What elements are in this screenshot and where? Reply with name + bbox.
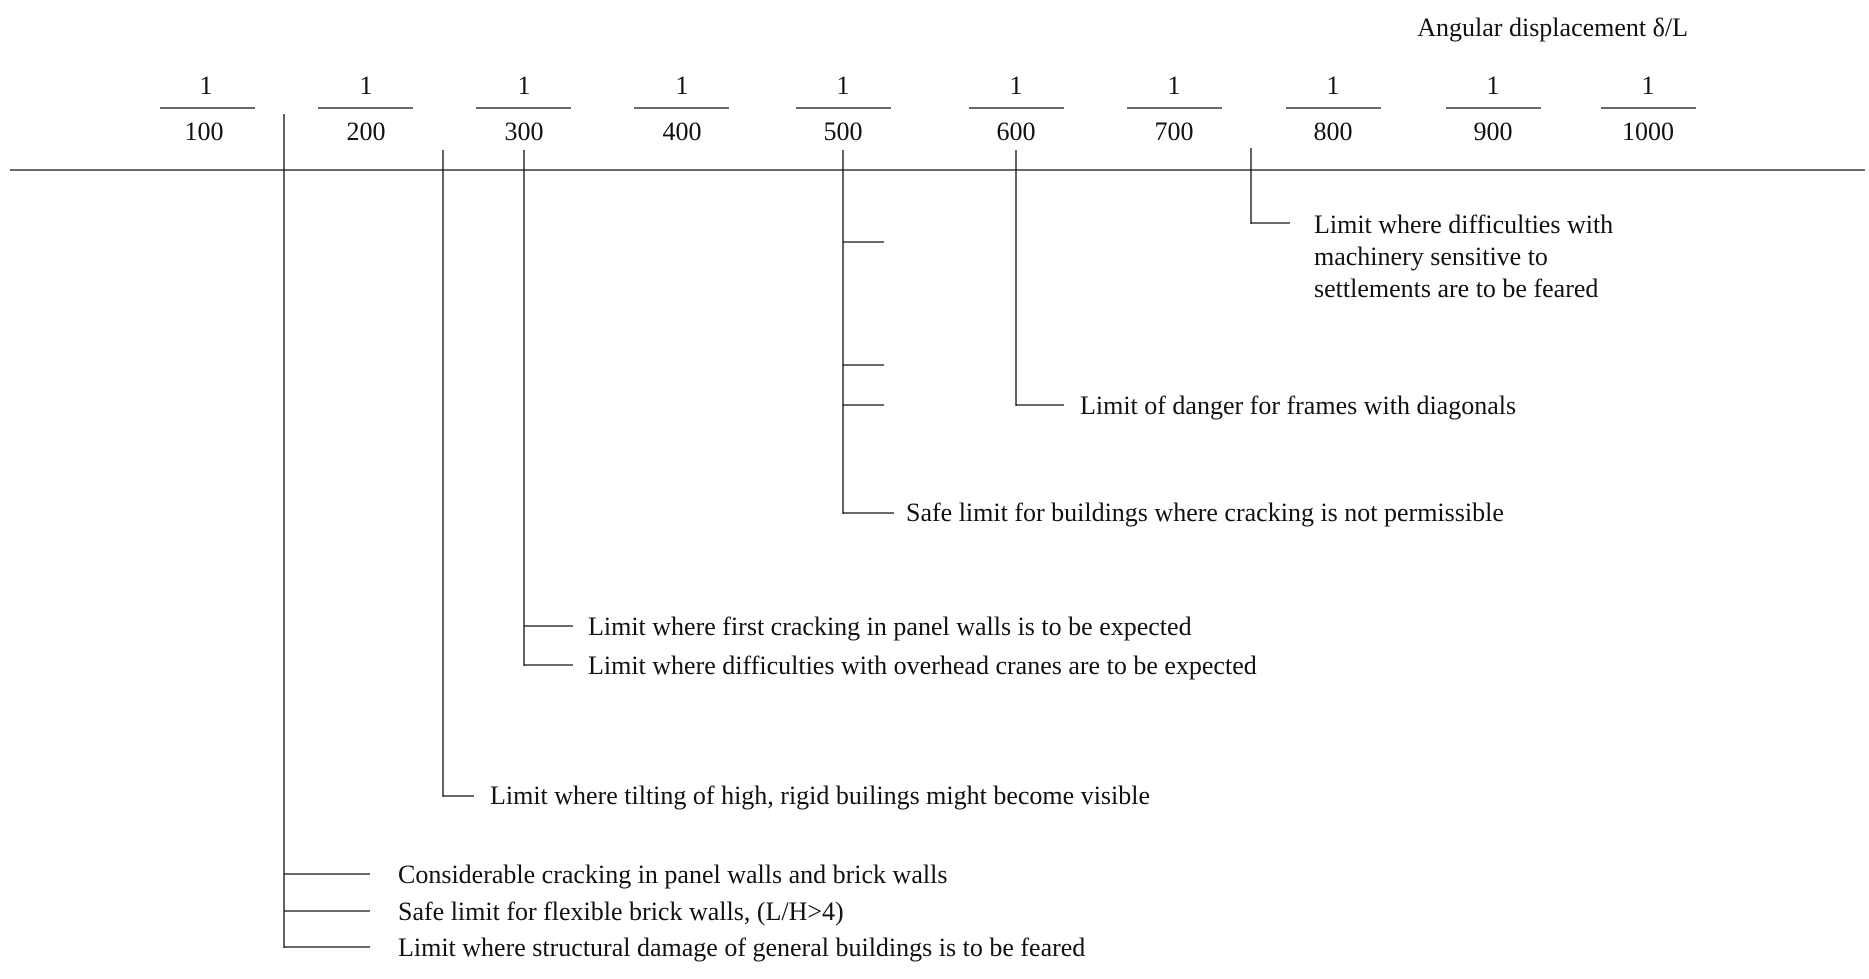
tick-1-100: 1 100 — [160, 71, 255, 146]
tick-numerator: 1 — [1487, 71, 1500, 100]
tick-1-400: 1 400 — [634, 71, 729, 146]
tick-1-700: 1 700 — [1127, 71, 1222, 146]
tick-numerator: 1 — [1642, 71, 1655, 100]
label-overhead-cranes: Limit where difficulties with overhead c… — [588, 651, 1257, 680]
tick-numerator: 1 — [1168, 71, 1181, 100]
label-structural-damage: Limit where structural damage of general… — [398, 933, 1085, 962]
tick-1-300: 1 300 — [476, 71, 571, 146]
tick-denominator: 200 — [347, 117, 386, 146]
tick-numerator: 1 — [837, 71, 850, 100]
label-considerable-cracking: Considerable cracking in panel walls and… — [398, 860, 947, 889]
tick-denominator: 300 — [505, 117, 544, 146]
tick-denominator: 600 — [997, 117, 1036, 146]
label-machinery-line1: Limit where difficulties with — [1314, 210, 1613, 239]
label-frames-diagonals: Limit of danger for frames with diagonal… — [1080, 391, 1516, 420]
tick-denominator: 400 — [663, 117, 702, 146]
tick-denominator: 500 — [824, 117, 863, 146]
label-machinery-line3: settlements are to be feared — [1314, 274, 1598, 303]
label-machinery-line2: machinery sensitive to — [1314, 242, 1548, 271]
label-tilting: Limit where tilting of high, rigid buili… — [490, 781, 1150, 810]
tick-numerator: 1 — [200, 71, 213, 100]
tick-denominator: 100 — [185, 117, 224, 146]
tick-1-600: 1 600 — [969, 71, 1064, 146]
tick-numerator: 1 — [676, 71, 689, 100]
tick-numerator: 1 — [1327, 71, 1340, 100]
tick-1-500: 1 500 — [796, 71, 891, 146]
tick-denominator: 900 — [1474, 117, 1513, 146]
tick-1-900: 1 900 — [1446, 71, 1541, 146]
axis-title: Angular displacement δ/L — [1417, 13, 1688, 42]
label-first-cracking: Limit where first cracking in panel wall… — [588, 612, 1192, 641]
tick-labels: 1 100 1 200 1 300 1 400 1 5 — [160, 71, 1696, 146]
limit-markers — [283, 114, 1290, 948]
tick-1-200: 1 200 — [318, 71, 413, 146]
label-flexible-brick: Safe limit for flexible brick walls, (L/… — [398, 897, 844, 926]
tick-numerator: 1 — [518, 71, 531, 100]
tick-denominator: 800 — [1314, 117, 1353, 146]
tick-denominator: 1000 — [1622, 117, 1674, 146]
label-safe-no-cracking: Safe limit for buildings where cracking … — [906, 498, 1504, 527]
tick-1-1000: 1 1000 — [1601, 71, 1696, 146]
tick-numerator: 1 — [360, 71, 373, 100]
tick-numerator: 1 — [1010, 71, 1023, 100]
tick-denominator: 700 — [1155, 117, 1194, 146]
tick-1-800: 1 800 — [1286, 71, 1381, 146]
limit-labels: Limit where difficulties with machinery … — [398, 210, 1613, 962]
